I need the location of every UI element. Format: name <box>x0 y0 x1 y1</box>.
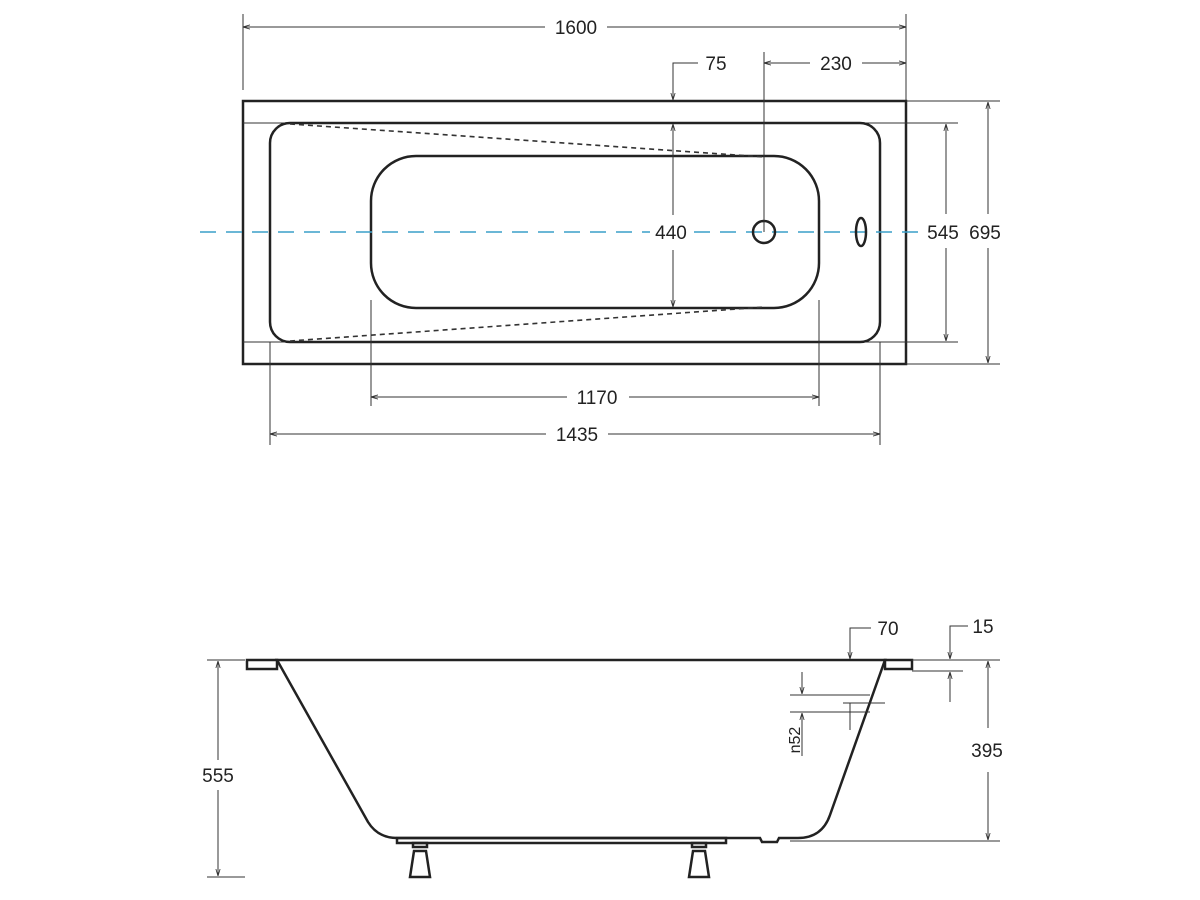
dim-overall-length: 1600 <box>555 18 597 39</box>
left-foot <box>408 841 432 879</box>
dim-rim-thickness: 15 <box>972 617 993 638</box>
dim-overflow-height: n52 <box>787 727 804 754</box>
dim-basin-length: 1170 <box>577 388 618 409</box>
right-lip <box>883 658 914 671</box>
dim-inner-length: 1435 <box>556 425 598 446</box>
dim-overall-height: 555 <box>202 766 234 787</box>
dim-basin-width: 440 <box>655 223 687 244</box>
right-foot <box>687 841 711 879</box>
dim-inner-width: 545 <box>927 223 959 244</box>
slope-line-top <box>289 123 766 158</box>
dim-rim-offset: 75 <box>705 54 726 75</box>
foot-icon <box>687 849 711 879</box>
tub-profile <box>274 658 887 844</box>
dim-inner-depth: 395 <box>971 741 1003 762</box>
top-view: 1600 75 230 440 545 695 1170 <box>200 14 1006 446</box>
dim-drain-offset: 230 <box>820 54 852 75</box>
left-lip <box>245 658 279 671</box>
base-frame <box>395 836 728 845</box>
foot-icon <box>408 849 432 879</box>
dim-rim-width: 70 <box>877 619 898 640</box>
dim-overall-width: 695 <box>969 223 1001 244</box>
slope-line-bottom <box>289 306 766 342</box>
overflow-icon <box>854 216 868 248</box>
side-view: 555 395 70 15 n52 <box>198 617 1008 879</box>
